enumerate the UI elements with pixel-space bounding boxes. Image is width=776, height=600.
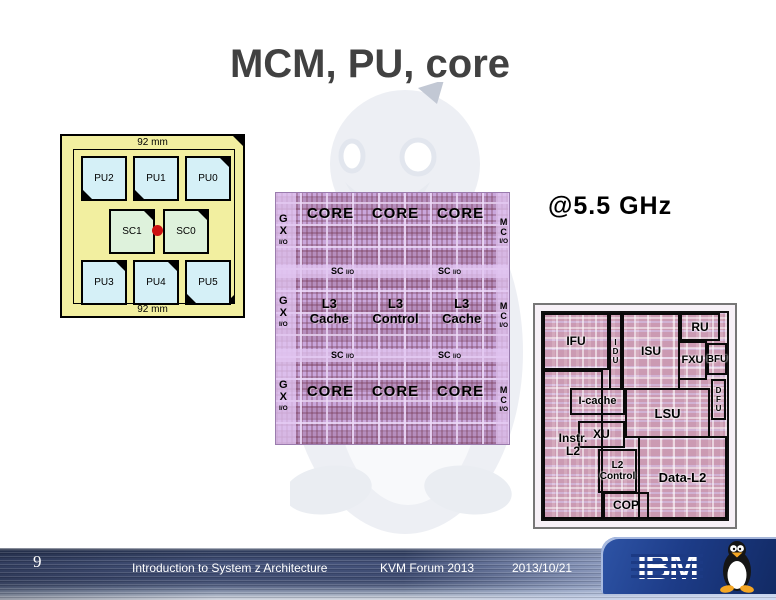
core-label: CORE <box>306 205 355 222</box>
core-row-top: CORE CORE CORE <box>298 205 493 222</box>
region-ifu: IFU <box>543 313 609 370</box>
chip-pu5: PU5 <box>185 260 231 305</box>
region-fxu: FXU <box>678 341 707 380</box>
core-label: CORE <box>371 205 420 222</box>
region-isu: ISU <box>622 313 680 390</box>
region-cop: COP <box>603 492 649 519</box>
chip-pu2: PU2 <box>81 156 127 201</box>
mcm-diagram: 92 mm 92 mm PU2 PU1 PU0 SC1 SC0 PU3 PU4 … <box>60 134 245 318</box>
chip-pu4: PU4 <box>133 260 179 305</box>
chip-pu3: PU3 <box>81 260 127 305</box>
sc-io-strip-top <box>276 265 509 278</box>
chip-sc1: SC1 <box>109 209 155 254</box>
page-number: 9 <box>33 552 42 571</box>
chip-sc0: SC0 <box>163 209 209 254</box>
sc-io-label: SC I/O <box>438 350 462 360</box>
tux-logo-icon <box>720 541 754 593</box>
region-bfu: BFU <box>707 343 727 375</box>
chip-pu1: PU1 <box>133 156 179 201</box>
footer-bar: 9 Introduction to System z Architecture … <box>0 537 776 600</box>
region-data-l2: Data-L2 <box>638 436 727 519</box>
region-icache: I-cache <box>570 388 625 415</box>
mcm-corner-mark <box>232 135 244 147</box>
chip-pu0: PU0 <box>185 156 231 201</box>
core-row-bottom: CORE CORE CORE <box>298 383 493 400</box>
core-label: CORE <box>436 383 485 400</box>
mcm-size-label-top: 92 mm <box>137 137 168 148</box>
core-label: CORE <box>306 383 355 400</box>
sc-io-label: SC I/O <box>331 350 355 360</box>
ibm-brand-box: IBM <box>601 537 776 594</box>
red-dot <box>152 225 163 236</box>
gx-io-strip <box>276 193 296 444</box>
region-instr-l2: Instr.L2 <box>543 370 603 519</box>
footer-presentation-title: Introduction to System z Architecture <box>132 561 328 575</box>
footer-event: KVM Forum 2013 <box>380 561 475 575</box>
svg-text:IBM: IBM <box>637 548 697 584</box>
mc-io-strip <box>496 193 509 444</box>
sc-io-strip-bottom <box>276 349 509 362</box>
region-lsu: LSU <box>625 388 710 438</box>
sc-io-label: SC I/O <box>438 266 462 276</box>
mcm-inner-frame: PU2 PU1 PU0 SC1 SC0 PU3 PU4 PU5 <box>73 149 235 305</box>
core-label: CORE <box>436 205 485 222</box>
ibm-logo-icon: IBM <box>631 548 703 584</box>
core-label: CORE <box>371 383 420 400</box>
page-title: MCM, PU, core <box>229 42 511 86</box>
mcm-size-label-bottom: 92 mm <box>137 304 168 315</box>
region-ru: RU <box>680 313 720 341</box>
footer-date: 2013/10/21 <box>512 561 573 575</box>
frequency-label: @5.5 GHz <box>548 192 673 220</box>
sc-io-label: SC I/O <box>331 266 355 276</box>
